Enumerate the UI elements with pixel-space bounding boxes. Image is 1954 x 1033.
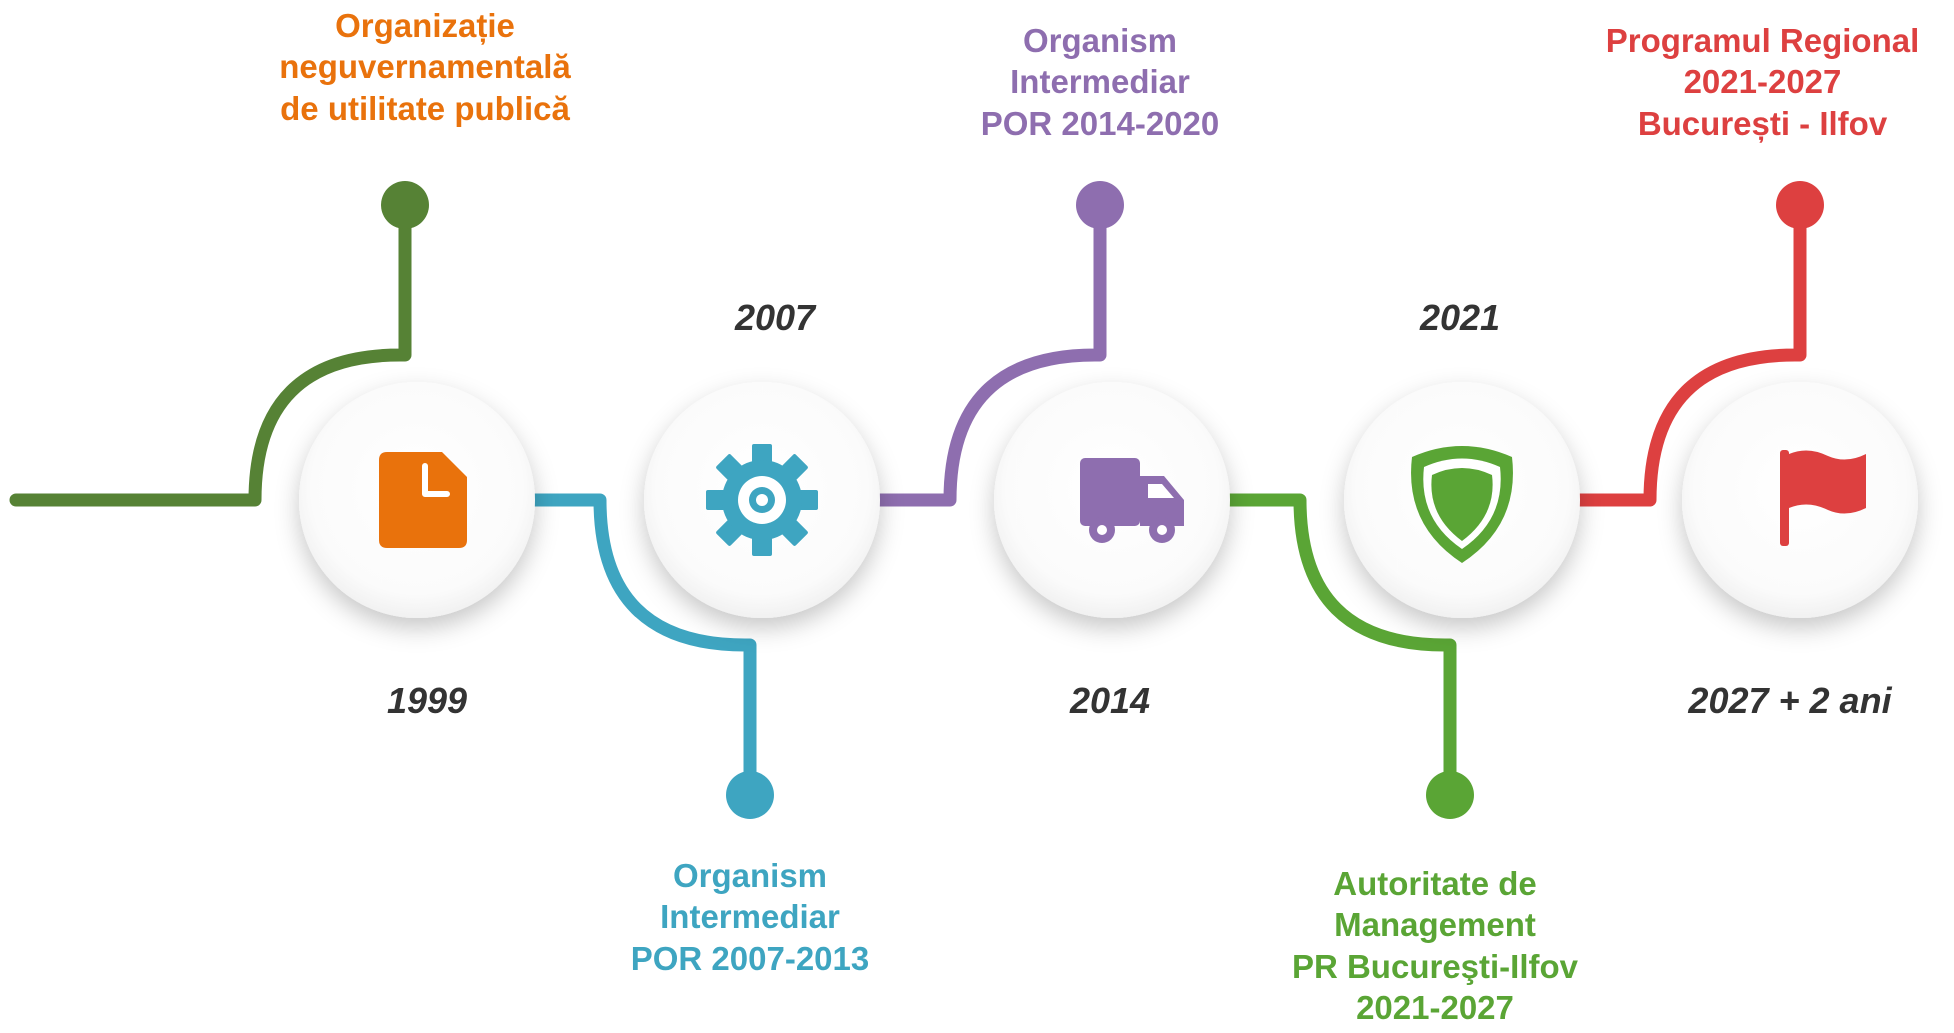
label-line: POR 2014-2020 <box>980 104 1220 142</box>
connector-dot-2021 <box>1426 771 1474 819</box>
label-line: Programul Regional <box>1605 22 1920 59</box>
connector-2027 <box>1553 198 1807 507</box>
year-1999: 1999 <box>386 680 468 721</box>
connector-1999 <box>9 198 412 507</box>
truck-icon <box>1080 458 1184 543</box>
label-2007: Organism Intermediar POR 2007-2013 <box>560 855 940 979</box>
connector-dot-2014 <box>1076 181 1124 229</box>
connector-2007 <box>523 493 757 802</box>
label-line: 2021-2027 <box>1356 988 1514 1026</box>
label-line: PR Bucureşti-Ilfov <box>1291 947 1579 985</box>
flag-icon <box>1780 450 1866 546</box>
label-line: POR 2007-2013 <box>630 939 870 977</box>
label-line: 2021-2027 <box>1683 63 1842 101</box>
label-line: București - Ilfov <box>1637 104 1888 142</box>
connector-2021 <box>1223 493 1457 802</box>
label-2021: Autoritate de Management PR Bucureşti-Il… <box>1235 863 1635 1028</box>
year-2027: 2027 + 2 ani <box>1688 680 1892 721</box>
label-line: de utilitate publică <box>280 89 570 127</box>
document-icon <box>379 452 467 548</box>
year-2014: 2014 <box>1069 680 1151 721</box>
label-line: neguvernamentală <box>279 48 571 86</box>
label-line: Autoritate de <box>1333 865 1537 902</box>
year-2021: 2021 <box>1419 297 1501 338</box>
shield-icon <box>1411 446 1513 563</box>
label-line: Organism <box>672 857 828 894</box>
label-1999: Organizație neguvernamentală de utilitat… <box>235 5 615 129</box>
label-line: Organizație <box>335 7 515 44</box>
connector-dot-1999 <box>381 181 429 229</box>
year-2007: 2007 <box>734 297 816 338</box>
label-2014: Organism Intermediar POR 2014-2020 <box>910 20 1290 144</box>
label-2027: Programul Regional 2021-2027 București -… <box>1575 20 1950 144</box>
gear-icon <box>706 444 818 556</box>
label-line: Organism <box>1022 22 1178 59</box>
label-line: Management <box>1334 906 1536 944</box>
label-line: Intermediar <box>660 898 840 936</box>
connector-2014 <box>873 198 1107 507</box>
connector-dot-2007 <box>726 771 774 819</box>
connector-dot-2027 <box>1776 181 1824 229</box>
label-line: Intermediar <box>1010 63 1190 101</box>
